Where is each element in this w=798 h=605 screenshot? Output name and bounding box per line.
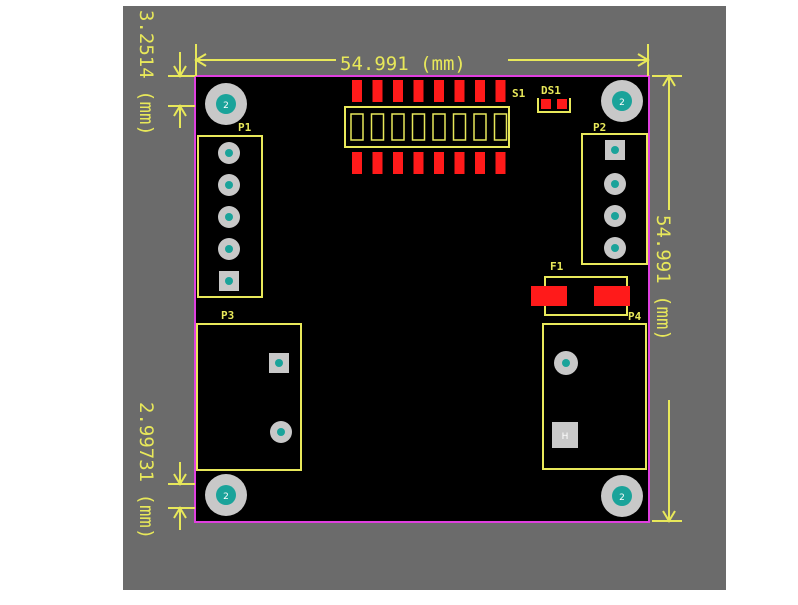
mounting-hole-bottom-left[interactable]: 2: [205, 474, 247, 516]
s1-switch-window: [350, 113, 364, 141]
p1-pins: [218, 142, 240, 291]
p2-pins: [604, 140, 626, 259]
s1-label: S1: [512, 87, 526, 100]
p4-pin-2-number: H: [562, 432, 569, 442]
p2-pin-drill: [611, 244, 619, 252]
s1-pad: [495, 152, 506, 174]
s1-pad: [393, 152, 403, 174]
component-p4[interactable]: H: [542, 323, 647, 470]
f1-label: F1: [550, 260, 564, 273]
dimension-right-height[interactable]: [652, 74, 682, 523]
s1-pad: [413, 152, 424, 174]
mounting-hole-number: 2: [223, 101, 229, 111]
dimension-left-top-offset[interactable]: [168, 52, 195, 128]
p1-pin-drill: [225, 181, 233, 189]
s1-pad: [475, 80, 485, 102]
s1-pad: [454, 152, 465, 174]
s1-pad: [352, 80, 362, 102]
s1-pad: [434, 152, 444, 174]
p2-outline: [581, 133, 648, 265]
p4-pin-2: [552, 422, 578, 448]
s1-switch-window: [452, 113, 467, 141]
f1-pad-1: [531, 286, 567, 306]
s1-pad: [372, 152, 383, 174]
p2-pin-drill: [611, 146, 619, 154]
pcb-board[interactable]: [195, 76, 649, 522]
ds1-label: DS1: [541, 84, 561, 97]
dimension-right-height-label: 54.991 (mm): [652, 215, 674, 341]
s1-switch-window: [473, 113, 487, 141]
s1-switch-window: [391, 113, 405, 141]
s1-switch-window: [432, 113, 446, 141]
ds1-pad: [557, 99, 567, 109]
component-s1[interactable]: [344, 80, 510, 174]
component-ds1[interactable]: [537, 98, 571, 113]
board-outline: [194, 75, 650, 523]
s1-pad: [413, 80, 424, 102]
dimension-top-width[interactable]: [194, 44, 650, 76]
mounting-hole-number: 2: [619, 493, 625, 503]
s1-pad: [454, 80, 465, 102]
s1-pad: [393, 80, 403, 102]
component-p2[interactable]: [581, 133, 648, 265]
mounting-hole-top-left[interactable]: 2: [205, 83, 247, 125]
p2-label: P2: [593, 121, 606, 134]
p3-outline: [196, 323, 302, 471]
p4-outline: [542, 323, 647, 470]
s1-pad: [372, 80, 383, 102]
f1-pad-2: [594, 286, 630, 306]
p1-outline: [197, 135, 263, 298]
mounting-hole-top-right[interactable]: 2: [601, 80, 643, 122]
component-p3[interactable]: [196, 323, 302, 471]
mounting-hole-number: 2: [223, 492, 229, 502]
s1-pad: [434, 80, 444, 102]
component-p1[interactable]: [197, 135, 263, 298]
s1-pad: [352, 152, 362, 174]
s1-outline: [344, 106, 510, 148]
p1-pin-drill: [225, 213, 233, 221]
p2-pin-drill: [611, 180, 619, 188]
s1-switch-windows: [350, 113, 508, 141]
p1-pin-drill: [225, 245, 233, 253]
s1-pads-top: [352, 80, 506, 102]
s1-switch-window: [370, 113, 385, 141]
p1-pin-drill: [225, 277, 233, 285]
mounting-hole-number: 2: [619, 98, 625, 108]
s1-switch-window: [493, 113, 508, 141]
ds1-pad: [541, 99, 551, 109]
dimension-left-bottom-offset[interactable]: [168, 462, 195, 530]
s1-pads-bottom: [352, 152, 506, 174]
s1-pad: [475, 152, 485, 174]
p2-pin-drill: [611, 212, 619, 220]
p1-label: P1: [238, 121, 252, 134]
dimension-left-top-offset-label: 3.2514 (mm): [135, 10, 157, 136]
mounting-hole-bottom-right[interactable]: 2: [601, 475, 643, 517]
s1-pad: [495, 80, 506, 102]
dimension-left-bottom-offset-label: 2.99731 (mm): [135, 402, 157, 539]
p4-label: P4: [628, 310, 642, 323]
p1-pin-drill: [225, 149, 233, 157]
s1-switch-window: [411, 113, 426, 141]
component-f1[interactable]: [531, 276, 630, 316]
dimension-top-width-label: 54.991 (mm): [340, 53, 466, 75]
p3-label: P3: [221, 309, 234, 322]
